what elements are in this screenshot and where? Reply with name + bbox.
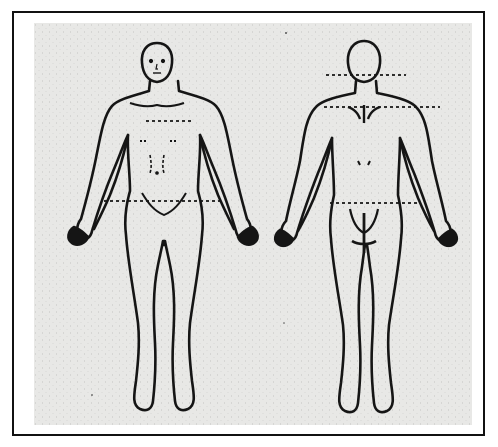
- figure-frame: [12, 11, 485, 436]
- scan-speck: [91, 394, 93, 396]
- front-right-eye: [161, 59, 164, 62]
- front-navel: [156, 172, 159, 175]
- body-outline-scan: [34, 23, 472, 425]
- scan-speck: [285, 32, 287, 34]
- front-left-eye: [149, 59, 152, 62]
- scan-speck: [283, 322, 285, 324]
- paper-texture: [34, 23, 472, 425]
- body-outline-diagram: [34, 23, 472, 425]
